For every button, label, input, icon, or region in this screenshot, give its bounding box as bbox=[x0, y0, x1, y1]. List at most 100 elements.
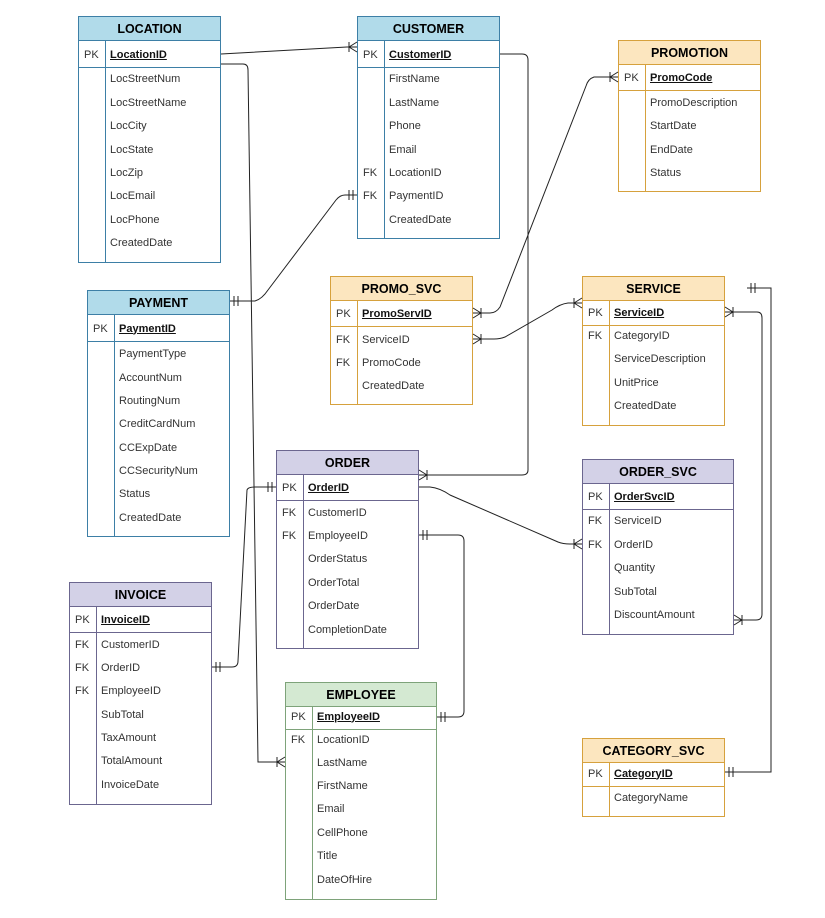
relationship-line bbox=[473, 302, 582, 340]
field-row[interactable]: CreatedDate bbox=[88, 507, 229, 530]
field-row[interactable]: FirstName bbox=[358, 68, 499, 91]
many-cardinality-marker bbox=[609, 71, 619, 83]
entity-title: SERVICE bbox=[583, 277, 724, 301]
field-row[interactable]: CCSecurityNum bbox=[88, 460, 229, 483]
field-row[interactable]: CreatedDate bbox=[331, 375, 472, 398]
field-row[interactable]: EndDate bbox=[619, 139, 760, 162]
field-name: Status bbox=[650, 166, 682, 179]
field-row[interactable]: TaxAmount bbox=[70, 727, 211, 750]
field-row[interactable]: LocPhone bbox=[79, 209, 220, 232]
field-row[interactable]: CreditCardNum bbox=[88, 413, 229, 436]
field-row[interactable]: OrderStatus bbox=[277, 548, 418, 571]
field-row[interactable]: StartDate bbox=[619, 115, 760, 138]
field-row[interactable]: InvoiceDate bbox=[70, 774, 211, 797]
field-name: OrderID bbox=[101, 661, 141, 674]
one-cardinality-marker bbox=[440, 712, 446, 722]
field-name: PaymentType bbox=[119, 347, 187, 360]
field-row[interactable]: SubTotal bbox=[583, 581, 733, 604]
field-name: LocEmail bbox=[110, 189, 156, 202]
field-row[interactable]: UnitPrice bbox=[583, 372, 724, 395]
field-row[interactable]: CellPhone bbox=[286, 822, 436, 845]
field-row[interactable]: Phone bbox=[358, 115, 499, 138]
field-row[interactable]: CreatedDate bbox=[583, 395, 724, 418]
primary-key-divider bbox=[88, 341, 229, 342]
one-cardinality-marker bbox=[422, 530, 428, 540]
field-row[interactable]: Status bbox=[88, 483, 229, 506]
field-row[interactable]: Quantity bbox=[583, 557, 733, 580]
field-row[interactable]: LocCity bbox=[79, 115, 220, 138]
field-row[interactable]: DiscountAmount bbox=[583, 604, 733, 627]
field-row[interactable]: Title bbox=[286, 845, 436, 868]
field-row[interactable]: SubTotal bbox=[70, 704, 211, 727]
field-name: EndDate bbox=[650, 143, 693, 156]
field-row[interactable]: LocStreetNum bbox=[79, 68, 220, 91]
field-row[interactable]: DateOfHire bbox=[286, 869, 436, 892]
many-cardinality-marker bbox=[733, 614, 743, 626]
field-row[interactable]: RoutingNum bbox=[88, 390, 229, 413]
field-row[interactable]: TotalAmount bbox=[70, 750, 211, 773]
relationship-line bbox=[419, 534, 465, 718]
field-row[interactable]: LocZip bbox=[79, 162, 220, 185]
field-row[interactable]: CompletionDate bbox=[277, 619, 418, 642]
field-row[interactable]: Email bbox=[286, 798, 436, 821]
field-row[interactable]: Status bbox=[619, 162, 760, 185]
field-row[interactable]: ServiceDescription bbox=[583, 348, 724, 371]
field-row[interactable]: CCExpDate bbox=[88, 437, 229, 460]
field-row[interactable]: LastName bbox=[286, 752, 436, 775]
field-row[interactable]: LastName bbox=[358, 92, 499, 115]
field-row[interactable]: PaymentType bbox=[88, 343, 229, 366]
field-name: CCExpDate bbox=[119, 441, 178, 454]
field-row[interactable]: OrderTotal bbox=[277, 572, 418, 595]
field-row[interactable]: FirstName bbox=[286, 775, 436, 798]
field-name: CellPhone bbox=[317, 826, 368, 839]
field-row[interactable]: CreatedDate bbox=[79, 232, 220, 255]
key-marker: FK bbox=[336, 356, 351, 369]
field-row[interactable]: LocEmail bbox=[79, 185, 220, 208]
field-row[interactable]: Email bbox=[358, 139, 499, 162]
field-row[interactable]: AccountNum bbox=[88, 367, 229, 390]
field-row[interactable]: PromoDescription bbox=[619, 92, 760, 115]
field-row[interactable]: OrderDate bbox=[277, 595, 418, 618]
field-row[interactable]: LocState bbox=[79, 139, 220, 162]
relationship-line bbox=[221, 63, 285, 763]
field-row[interactable]: CreatedDate bbox=[358, 209, 499, 232]
field-row[interactable]: CategoryName bbox=[583, 787, 724, 810]
field-row[interactable]: LocStreetName bbox=[79, 92, 220, 115]
